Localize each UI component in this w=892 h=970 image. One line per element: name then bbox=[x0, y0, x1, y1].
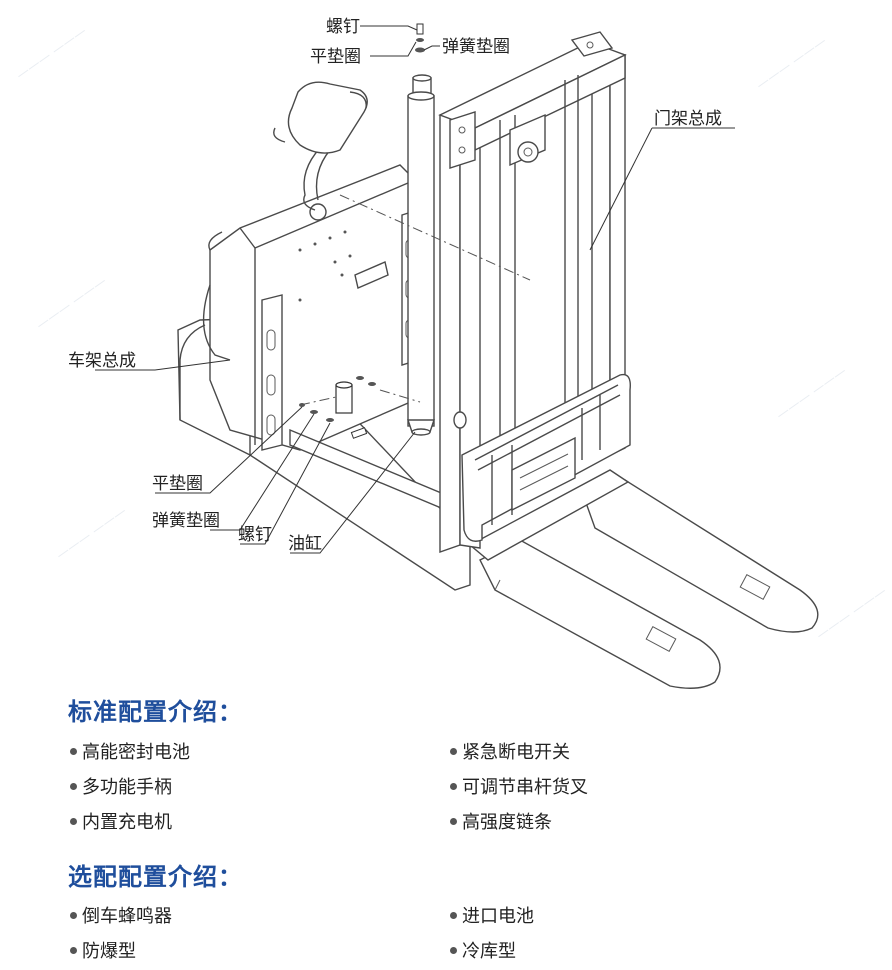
bullet-icon bbox=[450, 911, 457, 919]
mast-assembly bbox=[438, 31, 631, 553]
bullet-icon bbox=[450, 747, 457, 755]
label-spring-washer-bottom: 弹簧垫圈 bbox=[152, 511, 220, 531]
control-handle bbox=[273, 81, 368, 211]
standard-item: 紧急断电开关 bbox=[450, 738, 570, 764]
standard-config-title: 标准配置介绍： bbox=[68, 698, 243, 726]
item-text: 进口电池 bbox=[462, 906, 534, 927]
standard-item: 内置充电机 bbox=[70, 808, 172, 834]
optional-item: 冷库型 bbox=[450, 937, 516, 963]
item-text: 内置充电机 bbox=[82, 812, 172, 833]
bullet-icon bbox=[450, 817, 457, 825]
bullet-icon bbox=[70, 747, 77, 755]
optional-item: 进口电池 bbox=[450, 902, 534, 928]
svg-text:——— ———: ——— ——— bbox=[14, 24, 90, 83]
label-cylinder: 油缸 bbox=[288, 533, 322, 554]
optional-config-title: 选配配置介绍： bbox=[68, 863, 243, 891]
assembly-centerlines bbox=[299, 194, 531, 406]
item-text: 防爆型 bbox=[82, 941, 136, 962]
standard-item: 多功能手柄 bbox=[70, 773, 172, 799]
item-text: 可调节串杆货叉 bbox=[462, 777, 588, 798]
bullet-icon bbox=[450, 946, 457, 954]
item-text: 倒车蜂鸣器 bbox=[82, 906, 172, 927]
label-screw-bottom: 螺钉 bbox=[238, 525, 272, 545]
standard-item: 可调节串杆货叉 bbox=[450, 773, 588, 799]
optional-config-section: 选配配置介绍： 倒车蜂鸣器 防爆型 进口电池 冷库型 bbox=[0, 855, 892, 970]
optional-item: 防爆型 bbox=[70, 937, 136, 963]
optional-item: 倒车蜂鸣器 bbox=[70, 902, 172, 928]
label-flat-washer-top: 平垫圈 bbox=[310, 47, 361, 67]
top-fasteners bbox=[415, 23, 425, 53]
label-mast-assembly: 门架总成 bbox=[654, 109, 722, 129]
leader-lines bbox=[95, 25, 735, 554]
item-text: 高强度链条 bbox=[462, 812, 552, 833]
item-text: 紧急断电开关 bbox=[462, 742, 570, 763]
bullet-icon bbox=[70, 817, 77, 825]
svg-text:——— ———: ——— ——— bbox=[774, 364, 850, 423]
item-text: 高能密封电池 bbox=[82, 742, 190, 763]
item-text: 冷库型 bbox=[462, 941, 516, 962]
svg-text:——— ———: ——— ——— bbox=[34, 274, 110, 333]
bottom-fasteners bbox=[299, 376, 376, 439]
exploded-assembly-diagram: ——— ——— ——— ——— ——— ——— ——— ——— ——— ——— … bbox=[14, 17, 890, 689]
cover-holes bbox=[298, 230, 352, 302]
svg-text:——— ———: ——— ——— bbox=[814, 584, 890, 643]
part-labels: 螺钉 平垫圈 弹簧垫圈 门架总成 车架总成 平垫圈 弹簧垫圈 螺钉 油缸 bbox=[68, 17, 722, 554]
bullet-icon bbox=[70, 911, 77, 919]
bullet-icon bbox=[450, 782, 457, 790]
hydraulic-cylinder bbox=[407, 74, 435, 436]
label-flat-washer-bottom: 平垫圈 bbox=[152, 474, 203, 494]
item-text: 多功能手柄 bbox=[82, 777, 172, 798]
svg-text:——— ———: ——— ——— bbox=[754, 34, 830, 93]
standard-item: 高强度链条 bbox=[450, 808, 552, 834]
label-screw-top: 螺钉 bbox=[326, 17, 360, 37]
bullet-icon bbox=[70, 782, 77, 790]
label-frame-assembly: 车架总成 bbox=[68, 351, 136, 371]
standard-config-section: 标准配置介绍： 高能密封电池 多功能手柄 内置充电机 紧急断电开关 可调节串杆货… bbox=[0, 690, 892, 840]
bullet-icon bbox=[70, 946, 77, 954]
truck-frame bbox=[177, 164, 471, 591]
label-spring-washer-top: 弹簧垫圈 bbox=[442, 37, 510, 57]
fork-assembly bbox=[468, 469, 819, 689]
svg-text:——— ———: ——— ——— bbox=[54, 504, 130, 563]
standard-item: 高能密封电池 bbox=[70, 738, 190, 764]
